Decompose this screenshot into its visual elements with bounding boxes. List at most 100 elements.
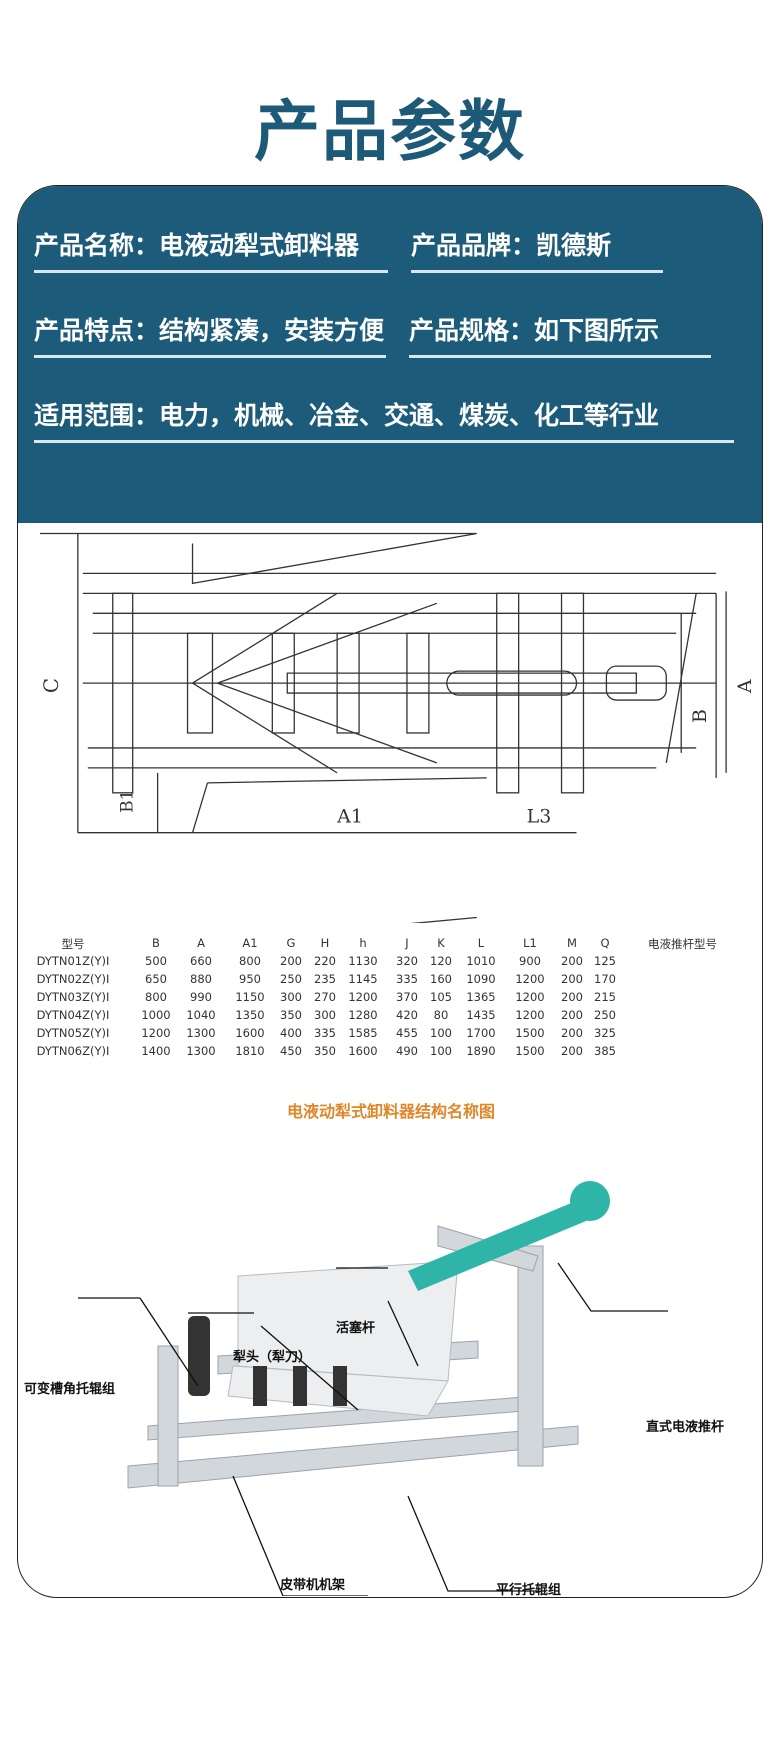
table-cell: 370	[396, 990, 418, 1004]
label-plow: 犁头（犁刀）	[233, 1350, 312, 1365]
dimension-drawing: C B1 A1 L3 B A	[39, 532, 756, 923]
table-cell: 1090	[466, 972, 496, 986]
dim-b1: B1	[117, 790, 137, 813]
product-features: 产品特点：结构紧凑，安装方便	[34, 311, 386, 358]
table-cell: 420	[396, 1008, 418, 1022]
table-cell: 1130	[348, 954, 378, 968]
table-cell: 900	[519, 954, 541, 968]
table-cell: 235	[314, 972, 336, 986]
table-cell: 1280	[348, 1008, 378, 1022]
table-cell: 490	[396, 1044, 418, 1058]
table-header: J	[405, 936, 409, 950]
table-cell: 455	[396, 1026, 418, 1040]
table-cell: 200	[561, 972, 583, 986]
table-cell: 335	[314, 1026, 336, 1040]
dim-a1: A1	[336, 806, 363, 828]
table-cell: 100	[430, 1044, 452, 1058]
table-header: h	[359, 936, 367, 950]
table-cell: DYTN04Z(Y)I	[36, 1008, 110, 1022]
table-cell: 1200	[348, 990, 378, 1004]
table-header: A	[197, 936, 205, 950]
table-cell: 300	[314, 1008, 336, 1022]
table-header: 电液推杆型号	[648, 937, 717, 951]
table-cell: 1040	[186, 1008, 216, 1022]
diagram-subtitle: 电液动犁式卸料器结构名称图	[286, 1102, 495, 1121]
machine-photo	[78, 1181, 668, 1596]
table-cell: 270	[314, 990, 336, 1004]
table-cell: DYTN01Z(Y)I	[36, 954, 110, 968]
table-cell: 1365	[466, 990, 496, 1004]
table-cell: 200	[561, 1008, 583, 1022]
table-header: A1	[242, 936, 258, 950]
table-cell: 200	[561, 954, 583, 968]
table-cell: 1145	[348, 972, 378, 986]
table-cell: 400	[280, 1026, 302, 1040]
table-cell: 1810	[235, 1044, 265, 1058]
table-cell: DYTN02Z(Y)I	[36, 972, 110, 986]
table-cell: 1400	[141, 1044, 171, 1058]
actuator	[408, 1181, 610, 1291]
table-cell: 220	[314, 954, 336, 968]
table-cell: 200	[280, 954, 302, 968]
table-header: L	[477, 936, 485, 950]
table-cell: 1585	[348, 1026, 378, 1040]
dim-c: C	[39, 678, 63, 693]
label-trough-idler: 可变槽角托辊组	[24, 1382, 116, 1397]
table-header: H	[320, 936, 330, 950]
table-cell: 200	[561, 1044, 583, 1058]
table-header: K	[437, 936, 445, 950]
table-cell: 1200	[515, 990, 545, 1004]
table-cell: 215	[594, 990, 616, 1004]
table-cell: 800	[145, 990, 167, 1004]
table-header: L1	[523, 936, 537, 950]
table-cell: 120	[430, 954, 452, 968]
table-cell: 385	[594, 1044, 616, 1058]
table-cell: 250	[594, 1008, 616, 1022]
table-cell: 1600	[235, 1026, 265, 1040]
table-cell: 1150	[235, 990, 265, 1004]
dim-b: B	[689, 709, 711, 723]
table-cell: 1600	[348, 1044, 378, 1058]
table-cell: 660	[190, 954, 212, 968]
table-cell: 160	[430, 972, 452, 986]
table-cell: 1010	[466, 954, 496, 968]
table-cell: 320	[396, 954, 418, 968]
table-cell: 1300	[186, 1044, 216, 1058]
table-cell: 650	[145, 972, 167, 986]
table-cell: 1200	[515, 972, 545, 986]
label-actuator: 直式电液推杆	[646, 1420, 725, 1435]
label-frame: 皮带机机架	[280, 1578, 346, 1593]
table-cell: 200	[561, 990, 583, 1004]
table-cell: 250	[280, 972, 302, 986]
table-header: G	[286, 936, 296, 950]
table-cell: 350	[314, 1044, 336, 1058]
table-cell: 1700	[466, 1026, 496, 1040]
page-title: 产品参数	[254, 93, 526, 170]
dim-l3: L3	[527, 806, 552, 828]
table-cell: 500	[145, 954, 167, 968]
product-name: 产品名称：电液动犁式卸料器	[34, 226, 388, 273]
table-cell: 990	[190, 990, 212, 1004]
table-cell: 1000	[141, 1008, 171, 1022]
dim-a: A	[734, 679, 756, 694]
table-header: Q	[600, 936, 610, 950]
table-cell: 1435	[466, 1008, 496, 1022]
table-cell: 1890	[466, 1044, 496, 1058]
table-header: B	[152, 936, 160, 950]
table-cell: 80	[433, 1008, 449, 1022]
table-cell: 1500	[515, 1026, 545, 1040]
table-cell: 1300	[186, 1026, 216, 1040]
table-cell: DYTN05Z(Y)I	[36, 1026, 110, 1040]
table-cell: 105	[430, 990, 452, 1004]
table-cell: DYTN06Z(Y)I	[36, 1044, 110, 1058]
table-cell: 1500	[515, 1044, 545, 1058]
label-parallel-idler: 平行托辊组	[496, 1583, 562, 1598]
table-cell: 170	[594, 972, 616, 986]
table-cell: 950	[239, 972, 261, 986]
table-cell: 1200	[141, 1026, 171, 1040]
table-cell: 1350	[235, 1008, 265, 1022]
product-spec: 产品规格：如下图所示	[409, 311, 711, 358]
table-cell: 1200	[515, 1008, 545, 1022]
table-header: 型号	[61, 937, 85, 951]
